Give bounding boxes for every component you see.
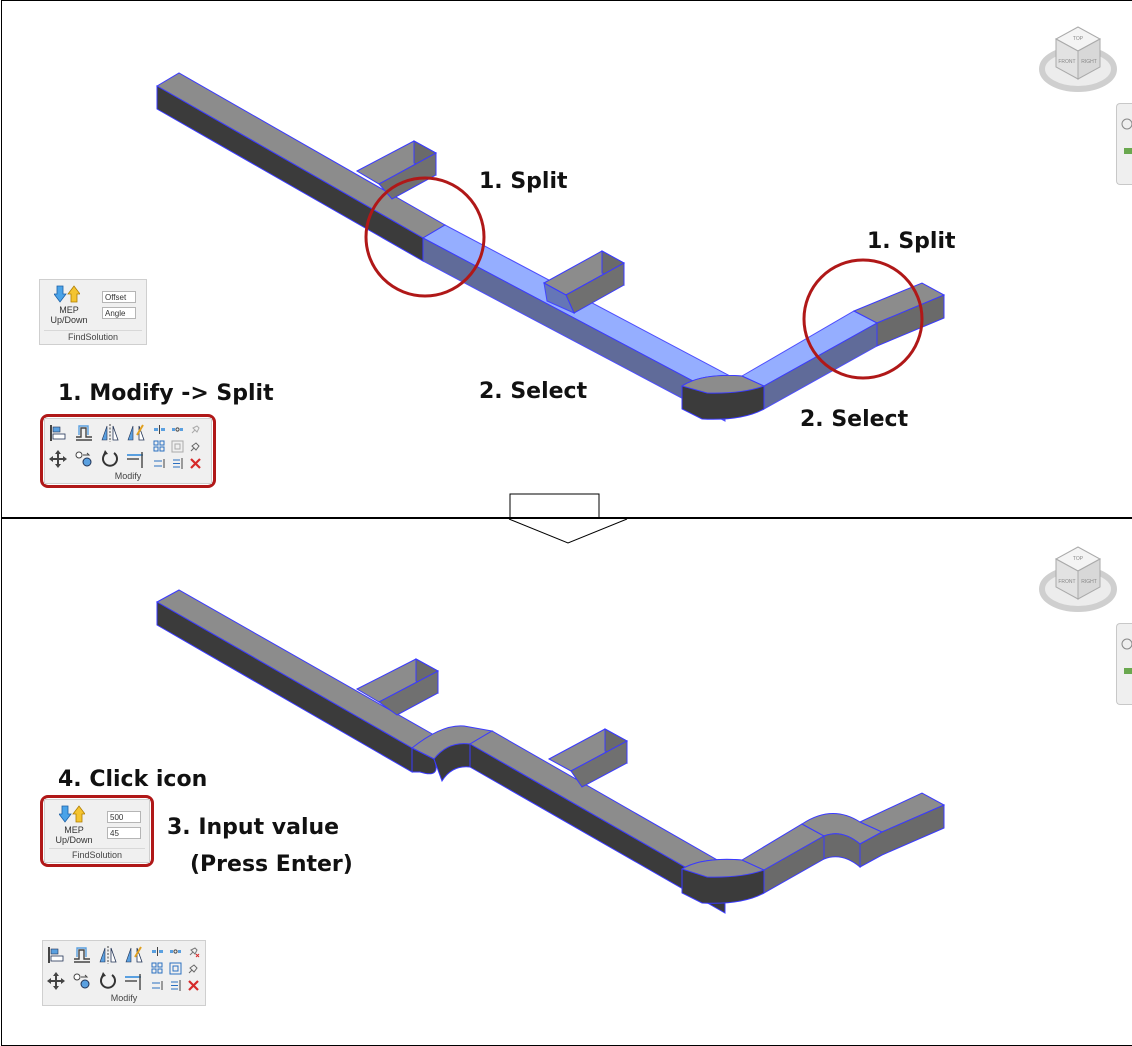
viewcube[interactable]: TOP FRONT RIGHT xyxy=(1038,19,1118,99)
duct-model-after xyxy=(155,519,946,914)
offset-icon[interactable] xyxy=(73,423,95,443)
mep-updown-label: MEP Up/Down xyxy=(50,305,88,325)
align-multiple-icon[interactable] xyxy=(169,979,182,992)
navigation-bar[interactable] xyxy=(1116,623,1132,705)
scale-icon[interactable] xyxy=(169,962,182,975)
offset-icon[interactable] xyxy=(71,945,93,965)
split-gap-icon[interactable] xyxy=(171,423,184,436)
align-icon[interactable] xyxy=(45,945,67,965)
copy-icon[interactable] xyxy=(71,971,93,991)
split-icon[interactable] xyxy=(151,945,164,958)
array-icon[interactable] xyxy=(151,962,164,975)
split-icon[interactable] xyxy=(153,423,166,436)
unpin-icon[interactable] xyxy=(187,945,200,958)
viewcube-top-label: TOP xyxy=(1073,556,1084,562)
mep-updown-panel: MEP Up/Down 500 45 FindSolution xyxy=(44,799,150,863)
move-icon[interactable] xyxy=(45,971,67,991)
align-multiple-icon[interactable] xyxy=(171,457,184,470)
annotation-split-left: 1. Split xyxy=(479,169,568,194)
findsolution-caption: FindSolution xyxy=(67,332,119,342)
split-with-gap-icon[interactable] xyxy=(153,457,166,470)
annotation-press-enter: (Press Enter) xyxy=(190,852,353,877)
mep-highlight-frame xyxy=(40,795,154,867)
modify-caption: Modify xyxy=(114,471,142,481)
annotation-split-right: 1. Split xyxy=(867,229,956,254)
move-icon[interactable] xyxy=(47,449,69,469)
angle-field[interactable]: Angle xyxy=(102,307,136,319)
pin-icon[interactable] xyxy=(187,962,200,975)
annotation-select-right: 2. Select xyxy=(800,407,909,432)
split-circle-right xyxy=(802,258,924,380)
offset-field[interactable]: Offset xyxy=(102,291,136,303)
split-circle-left xyxy=(364,176,486,298)
array-icon[interactable] xyxy=(153,440,166,453)
pin-icon[interactable] xyxy=(189,440,202,453)
viewcube-front-label: FRONT xyxy=(1058,59,1075,65)
trim-extend-icon[interactable] xyxy=(125,449,147,469)
mep-updown-panel: MEP Up/Down Offset Angle FindSolution xyxy=(39,279,147,345)
duct-model-before xyxy=(156,72,946,517)
mep-updown-icon[interactable] xyxy=(59,805,85,823)
viewcube-front-label: FRONT xyxy=(1058,579,1075,585)
bottom-panel: 4. Click icon 3. Input value (Press Ente… xyxy=(1,518,1132,1046)
mep-updown-label: MEP Up/Down xyxy=(55,825,93,845)
align-icon[interactable] xyxy=(47,423,69,443)
viewcube[interactable]: TOP FRONT RIGHT xyxy=(1038,539,1118,619)
mirror-pick-icon[interactable] xyxy=(97,945,119,965)
viewcube-top-label: TOP xyxy=(1073,36,1084,42)
annotation-select-left: 2. Select xyxy=(479,379,588,404)
trim-extend-icon[interactable] xyxy=(123,971,145,991)
annotation-input-value: 3. Input value xyxy=(167,815,340,840)
delete-icon[interactable] xyxy=(189,457,202,470)
rotate-icon[interactable] xyxy=(97,971,119,991)
delete-icon[interactable] xyxy=(187,979,200,992)
mep-updown-icon[interactable] xyxy=(54,285,80,303)
mirror-draw-icon[interactable] xyxy=(123,945,145,965)
viewcube-right-label: RIGHT xyxy=(1081,59,1097,65)
viewcube-right-label: RIGHT xyxy=(1081,579,1097,585)
mirror-pick-icon[interactable] xyxy=(99,423,121,443)
modify-caption: Modify xyxy=(110,993,138,1003)
navigation-bar[interactable] xyxy=(1116,103,1132,185)
mirror-draw-icon[interactable] xyxy=(125,423,147,443)
modify-panel: Modify xyxy=(44,418,212,484)
modify-highlight-frame xyxy=(40,414,216,488)
scale-icon[interactable] xyxy=(171,440,184,453)
copy-icon[interactable] xyxy=(73,449,95,469)
top-panel: 1. Split 1. Split 2. Select 2. Select 1.… xyxy=(1,0,1132,518)
annotation-click-icon: 4. Click icon xyxy=(58,767,208,792)
findsolution-caption: FindSolution xyxy=(71,850,123,860)
rotate-icon[interactable] xyxy=(99,449,121,469)
offset-field[interactable]: 500 xyxy=(107,811,141,823)
modify-panel: Modify xyxy=(42,940,206,1006)
split-with-gap-icon[interactable] xyxy=(151,979,164,992)
unpin-icon[interactable] xyxy=(189,423,202,436)
split-gap-icon[interactable] xyxy=(169,945,182,958)
angle-field[interactable]: 45 xyxy=(107,827,141,839)
annotation-modify-split: 1. Modify -> Split xyxy=(58,381,274,406)
